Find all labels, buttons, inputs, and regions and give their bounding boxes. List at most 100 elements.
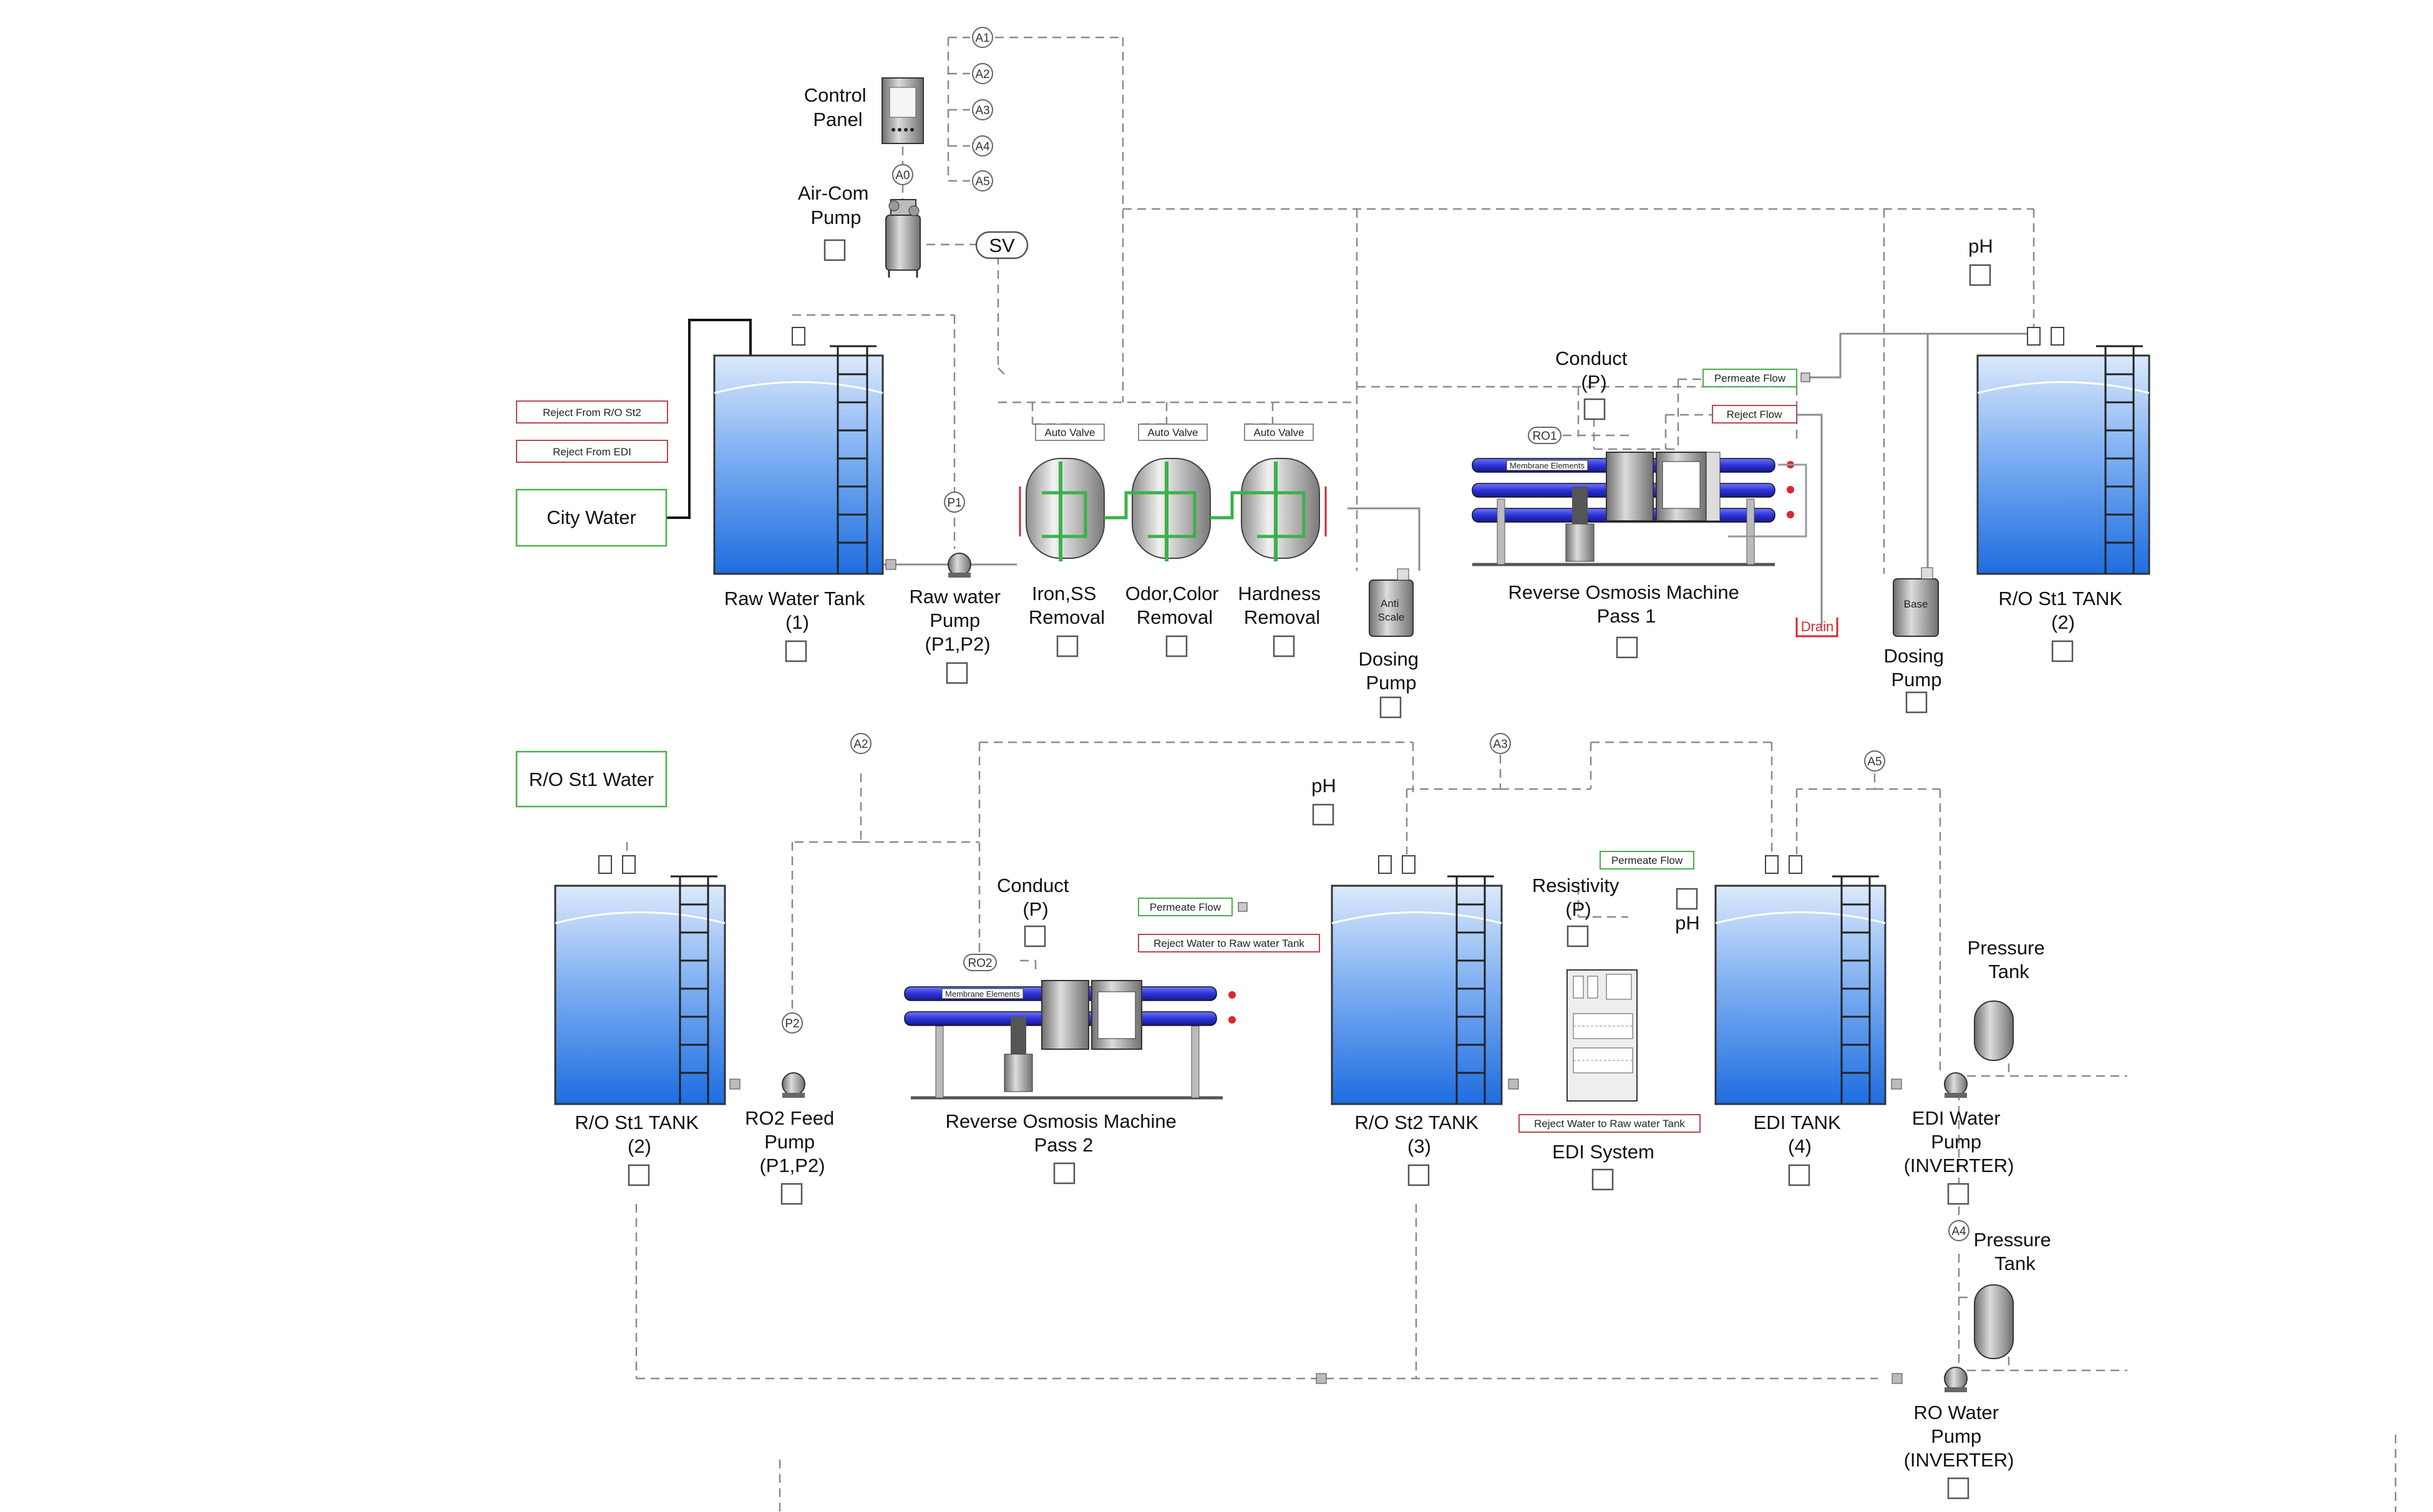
- ro-st1-tank-top: [1976, 327, 2150, 575]
- svg-text:A2: A2: [975, 68, 989, 81]
- checkboxes[interactable]: [628, 239, 2074, 1500]
- checkbox-dosing-2[interactable]: [1905, 691, 1928, 714]
- svg-text:RO2: RO2: [968, 957, 992, 970]
- tag-a2: A2: [972, 63, 993, 84]
- svg-text:Auto Valve: Auto Valve: [1254, 427, 1304, 439]
- edi-system-label: EDI System: [1552, 1141, 1654, 1163]
- permeate-flow-box-2: Permeate Flow: [1138, 898, 1233, 916]
- svg-text:A3: A3: [1493, 738, 1507, 751]
- instrument-tags: A1 A2 A3 A4 A5 A0 P1 RO1 A2 A3 A5 P2 RO2…: [782, 27, 1969, 1241]
- pressure-tank-2: [1974, 1284, 2014, 1359]
- checkbox-ro-st2[interactable]: [1407, 1164, 1430, 1186]
- city-water-box: City Water: [515, 488, 668, 547]
- tag-a5b: A5: [1864, 750, 1885, 772]
- ph-edi-label: pH: [1675, 912, 1700, 934]
- tank-ladder: [830, 345, 877, 574]
- ph-mid-label: pH: [1311, 775, 1336, 797]
- checkbox-edi-water-pump[interactable]: [1947, 1183, 1969, 1205]
- hardness-label: Hardness Removal: [1238, 583, 1326, 628]
- auto-valve-1: Auto Valve: [1035, 424, 1105, 441]
- checkbox-aircom-pump[interactable]: [823, 239, 846, 261]
- ro-st1-tank-bottom: [554, 855, 726, 1105]
- permeate-flow-box-1: Permeate Flow: [1702, 369, 1797, 387]
- ph-top-label: pH: [1968, 235, 1993, 257]
- checkbox-edi-tank[interactable]: [1788, 1164, 1810, 1186]
- tag-a1: A1: [972, 27, 993, 48]
- svg-text:A3: A3: [975, 104, 989, 117]
- raw-water-pump-icon: [885, 553, 971, 578]
- air-compressor-pump-icon: [885, 199, 921, 278]
- conduct-2-label: Conduct (P): [997, 875, 1074, 920]
- edi-water-pump-icon: [1944, 1072, 1968, 1098]
- reject-from-ro-st2-box: Reject From R/O St2: [516, 400, 668, 424]
- svg-text:Permeate Flow: Permeate Flow: [1150, 901, 1221, 913]
- conduct-1-label: Conduct (P): [1555, 347, 1633, 393]
- reject-flow-box-1: Reject Flow: [1712, 405, 1797, 424]
- solenoid-valve: SV: [975, 231, 1029, 259]
- membrane-label-2: Membrane Elements: [945, 989, 1020, 999]
- checkbox-conduct-2[interactable]: [1024, 925, 1046, 947]
- svg-text:A2: A2: [853, 738, 868, 751]
- pressure-tank-1-label: Pressure Tank: [1968, 937, 2051, 982]
- ro-machine-pass-1: Membrane Elements: [1472, 452, 1807, 566]
- pressure-tank-1: [1974, 1001, 2014, 1061]
- svg-text:A0: A0: [895, 169, 910, 182]
- resistivity-label: Resistivity (P): [1532, 875, 1624, 920]
- checkbox-ro-pass-1[interactable]: [1616, 636, 1638, 659]
- tag-a2b: A2: [850, 733, 872, 754]
- auto-valve-2: Auto Valve: [1138, 424, 1208, 441]
- ro2-feed-pump-label: RO2 Feed Pump (P1,P2): [745, 1107, 840, 1176]
- svg-text:City Water: City Water: [546, 506, 636, 528]
- ro-st1-tank-top-label: R/O St1 TANK (2): [1998, 588, 2127, 633]
- checkbox-dosing-1[interactable]: [1379, 696, 1402, 719]
- checkbox-ro2-feed-pump[interactable]: [780, 1183, 803, 1205]
- hardness-filter-vessel: [1210, 458, 1327, 561]
- svg-text:Auto Valve: Auto Valve: [1148, 427, 1198, 439]
- checkbox-iron-ss[interactable]: [1056, 635, 1079, 657]
- ro2-feed-pump-icon: [729, 1072, 805, 1098]
- checkbox-odor-color[interactable]: [1165, 635, 1188, 657]
- reject-water-box-2: Reject Water to Raw water Tank: [1138, 934, 1320, 952]
- checkbox-edi-system[interactable]: [1591, 1168, 1614, 1191]
- checkbox-ph-top[interactable]: [1969, 264, 1991, 286]
- checkbox-ph-edi[interactable]: [1676, 888, 1698, 910]
- svg-text:A5: A5: [975, 175, 989, 188]
- ro-st2-tank-label: R/O St2 TANK (3): [1354, 1112, 1484, 1157]
- edi-system-icon: [1566, 969, 1638, 1102]
- ro-water-pump-icon: [1316, 1367, 1968, 1392]
- ro-pass-2-label: Reverse Osmosis Machine Pass 2: [945, 1110, 1182, 1156]
- aircom-pump-label: Air-Com Pump: [798, 182, 874, 228]
- permeate-valve-1: [1800, 372, 1810, 382]
- svg-text:A1: A1: [975, 32, 989, 45]
- svg-text:Reject Flow: Reject Flow: [1727, 409, 1783, 420]
- tag-ro1: RO1: [1528, 427, 1561, 444]
- tag-a4: A4: [972, 135, 993, 157]
- svg-text:Reject From R/O St2: Reject From R/O St2: [543, 407, 641, 419]
- checkbox-conduct-1[interactable]: [1583, 398, 1606, 420]
- ro-st1-tank-bottom-label: R/O St1 TANK (2): [575, 1112, 704, 1157]
- drain-label: Drain: [1801, 619, 1834, 634]
- checkbox-ro-water-pump[interactable]: [1947, 1477, 1969, 1500]
- tag-ro2: RO2: [963, 954, 997, 971]
- tag-p2: P2: [782, 1012, 803, 1034]
- anti-scale-dosing-tank: Anti Scale: [1369, 568, 1414, 637]
- checkbox-ro-st1-bottom[interactable]: [628, 1164, 650, 1186]
- ro-st2-tank: [1331, 855, 1519, 1105]
- checkbox-raw-pump[interactable]: [946, 662, 968, 684]
- odor-color-label: Odor,Color Removal: [1125, 583, 1225, 628]
- checkbox-hardness[interactable]: [1273, 635, 1295, 657]
- checkbox-ro-pass-2[interactable]: [1053, 1162, 1076, 1185]
- membrane-label-1: Membrane Elements: [1510, 461, 1585, 470]
- raw-pump-label: Raw water Pump (P1,P2): [909, 586, 1006, 655]
- svg-text:R/O St1 Water: R/O St1 Water: [529, 768, 654, 790]
- base-dosing-tank: Base: [1893, 567, 1939, 637]
- checkbox-ph-mid[interactable]: [1312, 803, 1334, 826]
- svg-text:A5: A5: [1867, 755, 1882, 768]
- tag-a3: A3: [972, 99, 993, 120]
- checkbox-raw-tank[interactable]: [785, 640, 807, 662]
- svg-text:A4: A4: [1951, 1225, 1966, 1238]
- svg-text:P2: P2: [785, 1017, 799, 1030]
- checkbox-resistivity[interactable]: [1566, 925, 1589, 947]
- checkbox-ro-st1-top[interactable]: [2051, 640, 2074, 662]
- dosing-pump-2-label: Dosing Pump: [1883, 645, 1949, 691]
